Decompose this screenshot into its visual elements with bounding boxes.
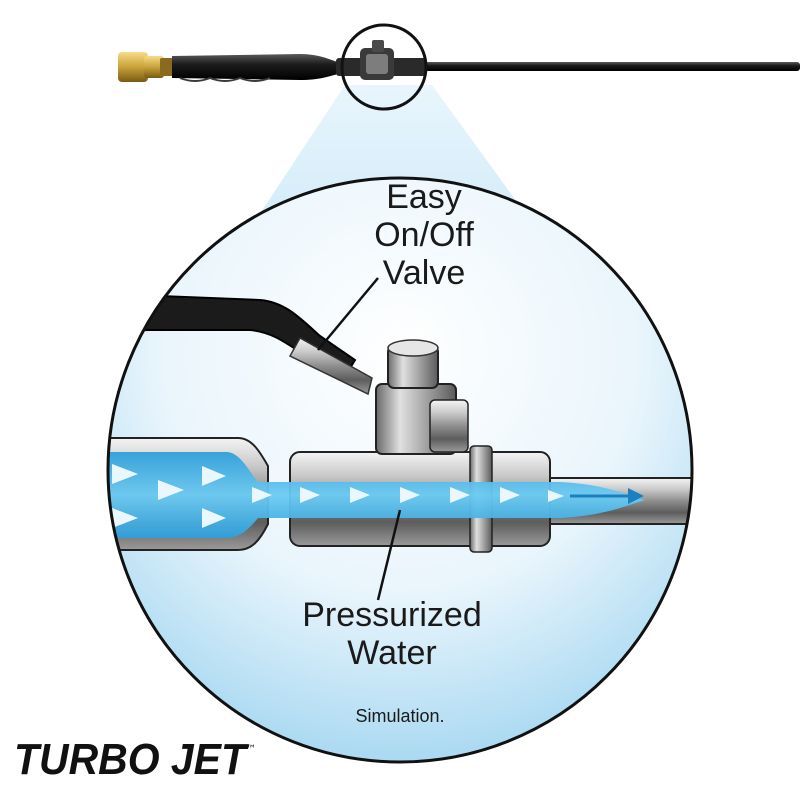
trademark-mark: ™	[246, 744, 256, 755]
simulation-note: Simulation.	[355, 706, 444, 726]
flow-arrows	[112, 464, 564, 528]
magnified-circle-outline	[106, 176, 694, 764]
valve-label-line2: On/Off	[374, 216, 474, 254]
valve-label-line1: Easy	[386, 178, 462, 216]
water-callout-line	[376, 509, 402, 601]
brand-logo: TURBO JET ™	[14, 735, 256, 784]
water-label-line1: Pressurized	[302, 596, 482, 634]
brand-name: TURBO JET	[14, 735, 249, 784]
water-label-line2: Water	[347, 634, 436, 672]
handle-link	[288, 336, 373, 396]
valve-label-line3: Valve	[383, 254, 466, 292]
spray-wand	[118, 23, 800, 111]
wand-valve	[336, 40, 426, 80]
valve-callout-line	[317, 277, 379, 351]
wand-grip	[172, 54, 338, 80]
brass-fitting	[118, 52, 174, 82]
wand-rod	[425, 62, 800, 71]
magnifier-ring	[340, 23, 428, 111]
